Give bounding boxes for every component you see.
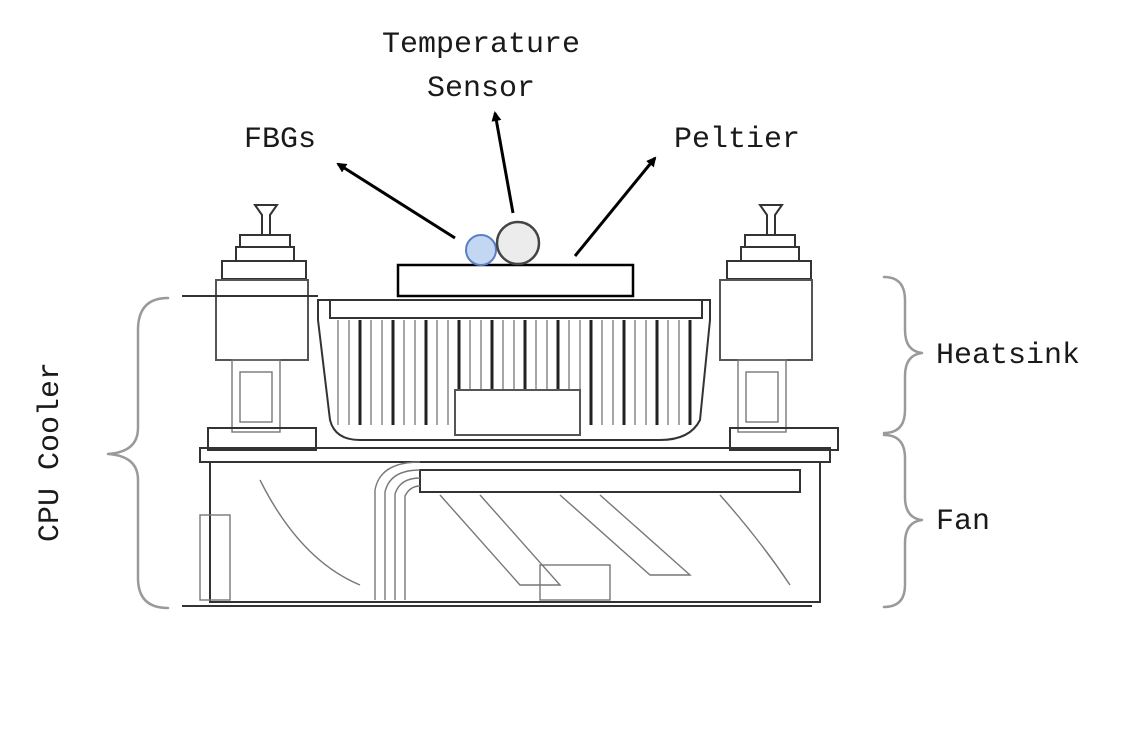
- fbg-circle: [465, 234, 497, 266]
- cpu-cooler-label: CPU Cooler: [34, 362, 68, 542]
- fbgs-arrow: [336, 162, 456, 240]
- temperature-sensor-circle: [495, 220, 541, 266]
- temperature-sensor-label-line1: Temperature: [382, 28, 580, 62]
- cooler-assembly: [182, 204, 839, 607]
- fbgs-label: FBGs: [244, 123, 316, 157]
- fan-frame: [182, 295, 831, 607]
- cpu-cooler-brace: [106, 296, 170, 610]
- temperature-sensor-label-line2: Sensor: [427, 72, 535, 106]
- heatsink-label: Heatsink: [936, 339, 1080, 373]
- temperature-sensor-arrow: [491, 111, 515, 214]
- heatsink-brace: [882, 275, 924, 435]
- heatsink-body: [317, 299, 711, 441]
- fan-label: Fan: [936, 505, 990, 539]
- fan-brace: [882, 433, 924, 609]
- peltier-plate: [396, 263, 635, 298]
- peltier-arrow: [573, 156, 657, 257]
- peltier-label: Peltier: [674, 123, 800, 157]
- right-mounting-post: [719, 204, 839, 451]
- left-mounting-post: [207, 204, 317, 451]
